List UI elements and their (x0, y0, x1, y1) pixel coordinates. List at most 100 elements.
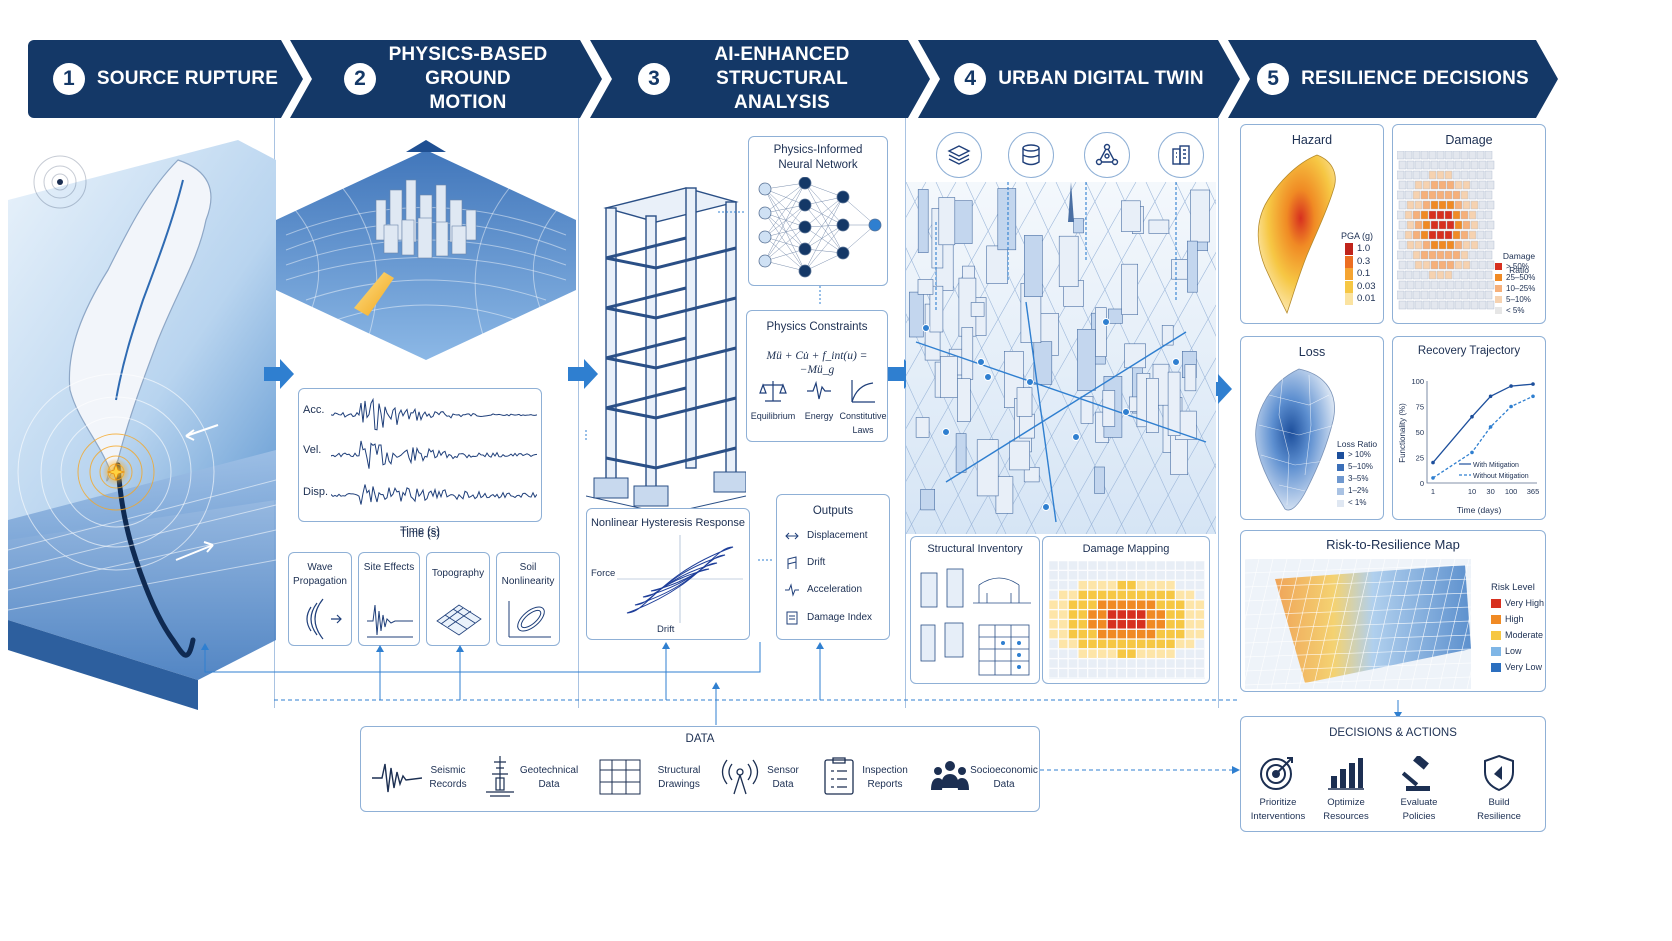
ground-motion-terrain-illustration (276, 140, 576, 371)
stage-1-title: SOURCE RUPTURE (96, 68, 279, 89)
x-tick-label: 1 (1431, 487, 1435, 496)
x-tick-label: 100 (1505, 487, 1518, 496)
equilibrium-label: Equilibrium (750, 411, 796, 421)
inspection-reports-icon (824, 757, 854, 795)
stage-2-header: 2 PHYSICS-BASED GROUND MOTION (290, 40, 602, 118)
decision-build-resilience: Build Resilience (1477, 797, 1521, 822)
stage-3-title: AI-ENHANCED STRUCTURAL ANALYSIS (714, 44, 850, 113)
pga-value: 0.3 (1357, 255, 1371, 267)
data-panel: DATA (360, 726, 1040, 812)
pga-value: 0.1 (1357, 268, 1371, 279)
structural-inventory-title: Structural Inventory (927, 543, 1023, 555)
loss-legend: > 10% 5–10% 3–5% 1–2% < 1% (1337, 449, 1373, 509)
damage-mapping-title: Damage Mapping (1082, 543, 1170, 555)
stage-3-header: 3 AI-ENHANCED STRUCTURAL ANALYSIS (590, 40, 930, 118)
rc-frame-building-illustration (586, 187, 746, 515)
displacement-icon (785, 532, 799, 540)
data-inspection-reports: Inspection Reports (862, 765, 908, 790)
vel-label: Vel. (303, 444, 322, 456)
data-point (1488, 394, 1493, 399)
stage-1-number: 1 (53, 63, 85, 95)
site-effects-icon (367, 604, 413, 638)
x-tick-label: 365 (1527, 487, 1540, 496)
data-point (1509, 384, 1513, 388)
pga-value: 0.03 (1357, 280, 1376, 292)
effect-card-site-effects: Site Effects (358, 552, 420, 646)
output-acceleration: Acceleration (807, 584, 863, 595)
constitutive-laws-label: Constitutive Laws (839, 411, 887, 435)
hysteresis-loops (617, 535, 743, 623)
acc-label: Acc. (303, 404, 325, 416)
source-rupture-illustration (8, 140, 276, 710)
damage-panel: Damage Damage Ratio > 50% 25–50% 10–25% … (1392, 124, 1546, 324)
hysteresis-title: Nonlinear Hysteresis Response (590, 517, 746, 529)
data-point (1488, 425, 1493, 429)
damage-legend: > 50% 25–50% 10–25% 5–10% < 5% (1495, 261, 1535, 316)
decision-evaluate-policies: Evaluate Policies (1400, 797, 1438, 822)
constitutive-law-icon (851, 380, 875, 403)
data-point (1431, 460, 1435, 465)
shield-icon (1484, 754, 1514, 792)
risk-map-title: Risk-to-Resilience Map (1326, 537, 1460, 552)
inventory-buildings-icon (920, 568, 1031, 676)
stage-5-title: RESILIENCE DECISIONS (1301, 68, 1529, 89)
pga-label: PGA (g) (1341, 231, 1374, 241)
output-displacement: Displacement (807, 530, 868, 541)
decision-prioritize-interventions: Prioritize Interventions (1250, 797, 1306, 822)
stage-5-number: 5 (1257, 63, 1289, 95)
nn-node (798, 177, 812, 190)
time-axis-label: Time (s) (400, 528, 440, 540)
layers-icon (936, 132, 982, 178)
y-tick-label: 0 (1420, 479, 1424, 488)
data-structural-drawings: Structural Drawings (657, 765, 701, 790)
recovery-x-axis-label: Time (days) (1457, 505, 1502, 515)
hysteresis-panel: Nonlinear Hysteresis Response Force Drif… (586, 508, 750, 640)
digital-twin-city-illustration (906, 182, 1216, 534)
energy-icon (807, 380, 831, 400)
data-point (1470, 450, 1474, 455)
data-point (1431, 476, 1435, 480)
series-line (1432, 395, 1534, 479)
decision-optimize-resources: Optimize Resources (1323, 797, 1369, 822)
stage-2-number: 2 (344, 63, 376, 95)
risk-to-resilience-map-panel: Risk-to-Resilience Map Risk Level Very H… (1240, 530, 1546, 692)
neural-network-diagram (758, 177, 882, 278)
structural-drawings-icon (599, 759, 641, 795)
decisions-title: DECISIONS & ACTIONS (1329, 727, 1457, 739)
database-icon (1008, 132, 1054, 178)
acceleration-icon (785, 583, 799, 597)
pinn-title: Physics-Informed Neural Network (773, 144, 863, 171)
nn-node (798, 264, 812, 278)
data-title: DATA (685, 733, 715, 745)
y-tick-label: 100 (1411, 377, 1424, 386)
gavel-icon (1402, 756, 1430, 791)
loss-title: Loss (1298, 345, 1326, 359)
effect-card-topography: Topography (426, 552, 490, 646)
data-geotechnical-data: Geotechnical Data (519, 765, 579, 790)
geotechnical-data-icon (486, 756, 514, 797)
y-tick-label: 75 (1416, 403, 1424, 412)
data-point (1531, 382, 1535, 386)
pga-value: 0.01 (1357, 293, 1376, 304)
nn-node (798, 220, 812, 234)
column-divider (1218, 118, 1219, 708)
outputs-title: Outputs (812, 505, 854, 517)
risk-level-label: Risk Level (1491, 582, 1535, 593)
physics-constraints-panel: Physics Constraints Mü + Cu̇ + f_int(u) … (746, 310, 888, 442)
data-point (1470, 414, 1474, 419)
damage-mapping-heatmap (1049, 561, 1205, 679)
seismograms (331, 397, 537, 505)
network-icon (1084, 132, 1130, 178)
building-icon (1158, 132, 1204, 178)
legend-without-mitigation: Without Mitigation (1473, 473, 1529, 480)
legend-with-mitigation: With Mitigation (1473, 462, 1519, 469)
data-point (1531, 394, 1535, 399)
drift-label: Drift (657, 624, 675, 635)
sensor-data-icon (721, 759, 759, 795)
recovery-legend: With Mitigation Without Mitigation (1459, 462, 1529, 480)
column-divider (905, 118, 906, 708)
x-tick-label: 30 (1486, 487, 1494, 496)
stage-4-header: 4 URBAN DIGITAL TWIN (918, 40, 1240, 118)
